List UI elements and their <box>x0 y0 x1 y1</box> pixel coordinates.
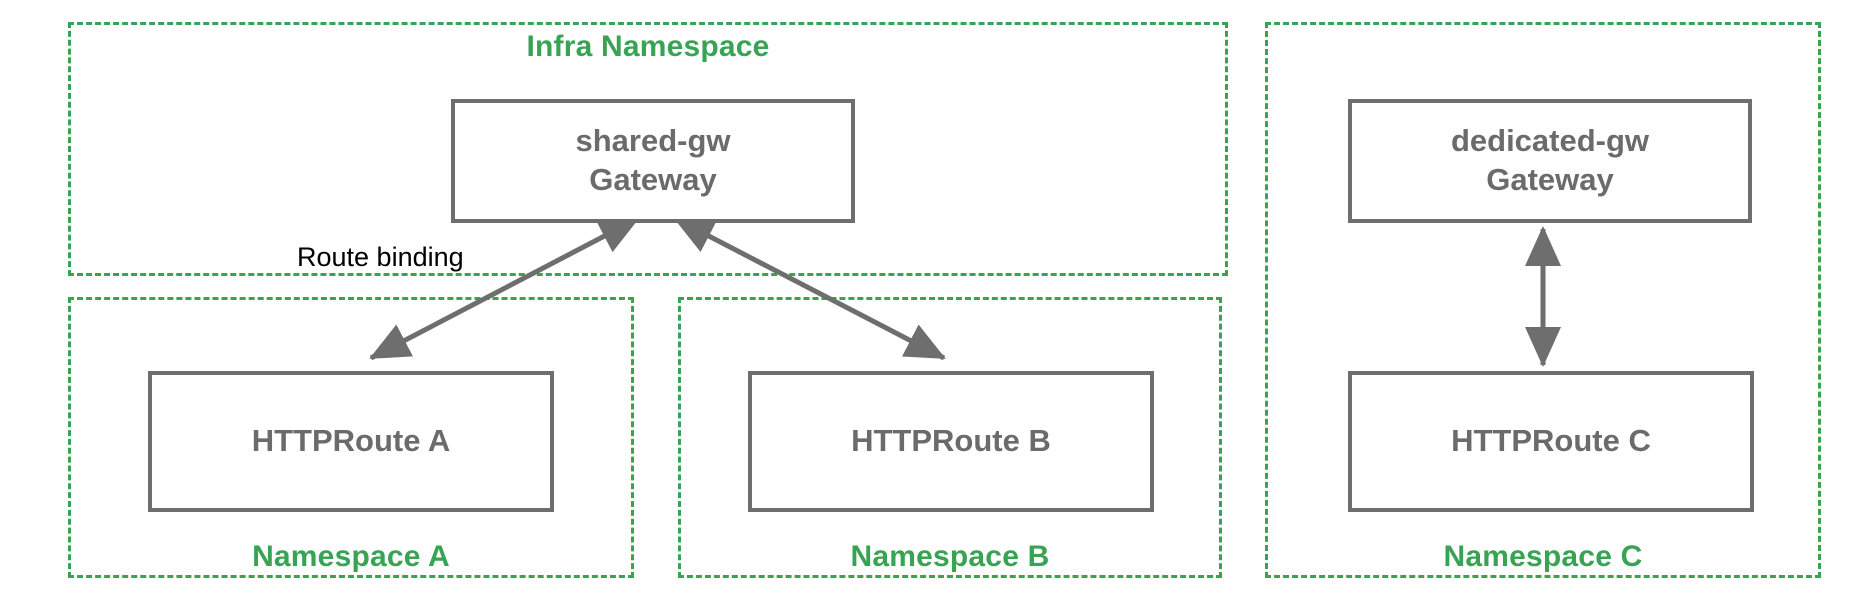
node-httproute-b[interactable]: HTTPRoute B <box>748 371 1154 512</box>
node-httproute-c-label: HTTPRoute C <box>1451 423 1651 459</box>
namespace-a-boundary <box>68 297 634 578</box>
namespace-a-label: Namespace A <box>252 540 450 573</box>
namespace-b-boundary <box>678 297 1222 578</box>
node-dedicated-gw-label: dedicated-gw Gateway <box>1450 123 1650 197</box>
node-shared-gw-label: shared-gw Gateway <box>575 123 731 197</box>
namespace-b-label: Namespace B <box>850 540 1050 573</box>
node-shared-gw-gateway[interactable]: shared-gw Gateway <box>451 99 855 223</box>
node-dedicated-gw-gateway[interactable]: dedicated-gw Gateway <box>1348 99 1752 223</box>
namespace-infra-boundary <box>68 22 1228 276</box>
node-httproute-a[interactable]: HTTPRoute A <box>148 371 554 512</box>
node-httproute-b-label: HTTPRoute B <box>851 423 1051 459</box>
namespace-c-label: Namespace C <box>1443 540 1643 573</box>
namespace-c-boundary <box>1265 22 1821 578</box>
edge-label-route-binding: Route binding <box>297 242 464 272</box>
node-httproute-c[interactable]: HTTPRoute C <box>1348 371 1754 512</box>
node-httproute-a-label: HTTPRoute A <box>251 423 451 459</box>
namespace-infra-label: Infra Namespace <box>526 30 770 63</box>
